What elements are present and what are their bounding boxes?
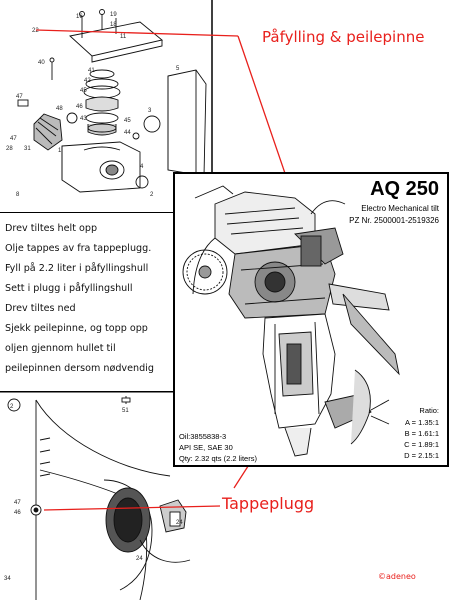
part-number-label: 45 [80,88,87,94]
drive-unit-illustration [182,185,400,457]
part-number-label: 42 [84,78,91,84]
part-number-box-label: 2 [10,404,14,410]
part-number-label: 45 [124,118,131,124]
oil-spec-line: Qty: 2.32 qts (2.2 liters) [179,454,257,463]
part-number-label: 5 [176,66,180,72]
ratio-line: C = 1.89:1 [404,440,439,449]
part-number-label: 4 [140,164,144,170]
instruction-line: Fyll på 2.2 liter i påfyllingshull [5,263,149,274]
drain-plug-callout: Tappeplugg [222,494,315,513]
part-number-label: 47 [16,94,23,100]
part-number-label: 2 [150,192,154,198]
part-number-label: 18 [110,22,117,28]
part-number-label: 40 [38,60,45,66]
lower-part-numbers: 2 51 47 46 24 24 34 [4,404,183,582]
part-number-label: 46 [76,104,83,110]
part-number-label: 3 [148,108,152,114]
part-number-label: 28 [6,146,13,152]
tilt-subtitle: Electro Mechanical tilt [361,204,439,213]
part-number-label: 44 [124,130,131,136]
part-number-label: 24 [176,520,183,526]
part-number-label: 51 [122,408,129,414]
part-number-label: 34 [4,576,11,582]
ratio-line: B = 1.61:1 [404,429,439,438]
part-number-label: 43 [80,116,87,122]
instruction-line: peilepinnen dersom nødvendig [5,363,154,374]
part-number-label: 48 [56,106,63,112]
part-number-label: 46 [14,510,21,516]
watermark: ©adeneo [378,572,416,581]
instruction-line: Olje tappes av fra tappeplugg. [5,243,152,254]
upper-gear-housing-drawing [17,9,207,193]
part-number-label: 22 [32,28,39,34]
part-number-label: 11 [120,34,127,40]
ratio-line: A = 1.35:1 [405,418,439,427]
upper-part-numbers: 16 19 18 22 11 40 41 42 45 46 43 45 44 4… [6,12,180,198]
ratio-title: Ratio: [419,406,439,415]
instruction-line: Sett i plugg i påfyllingshull [5,283,133,294]
oil-spec-line: Oil:3855838-3 [179,432,227,441]
instructions-box: Drev tiltes helt opp Olje tappes av fra … [0,212,176,392]
instruction-line: Drev tiltes helt opp [5,223,98,234]
instruction-line: Sjekk peilepinne, og topp opp [5,323,148,334]
serial-range: PZ Nr. 2500001-2519326 [349,216,439,225]
model-title: AQ 250 [370,178,439,200]
fill-dipstick-callout: Påfylling & peilepinne [262,28,425,46]
oil-spec-line: API SE, SAE 30 [179,443,233,452]
part-number-label: 31 [24,146,31,152]
instruction-line: oljen gjennom hullet til [5,343,116,354]
part-number-label: 8 [16,192,20,198]
instruction-line: Drev tiltes ned [5,303,76,314]
part-number-label: 24 [136,556,143,562]
part-number-label: 47 [10,136,17,142]
part-number-label: 41 [88,68,95,74]
part-number-label: 47 [14,500,21,506]
part-number-label: 1 [58,148,62,154]
lower-drive-housing-drawing [7,396,191,600]
aq250-spec-panel: AQ 250 Electro Mechanical tilt PZ Nr. 25… [173,172,449,467]
part-number-label: 19 [110,12,117,18]
ratio-line: D = 2.15:1 [404,451,439,460]
part-number-label: 16 [76,14,83,20]
